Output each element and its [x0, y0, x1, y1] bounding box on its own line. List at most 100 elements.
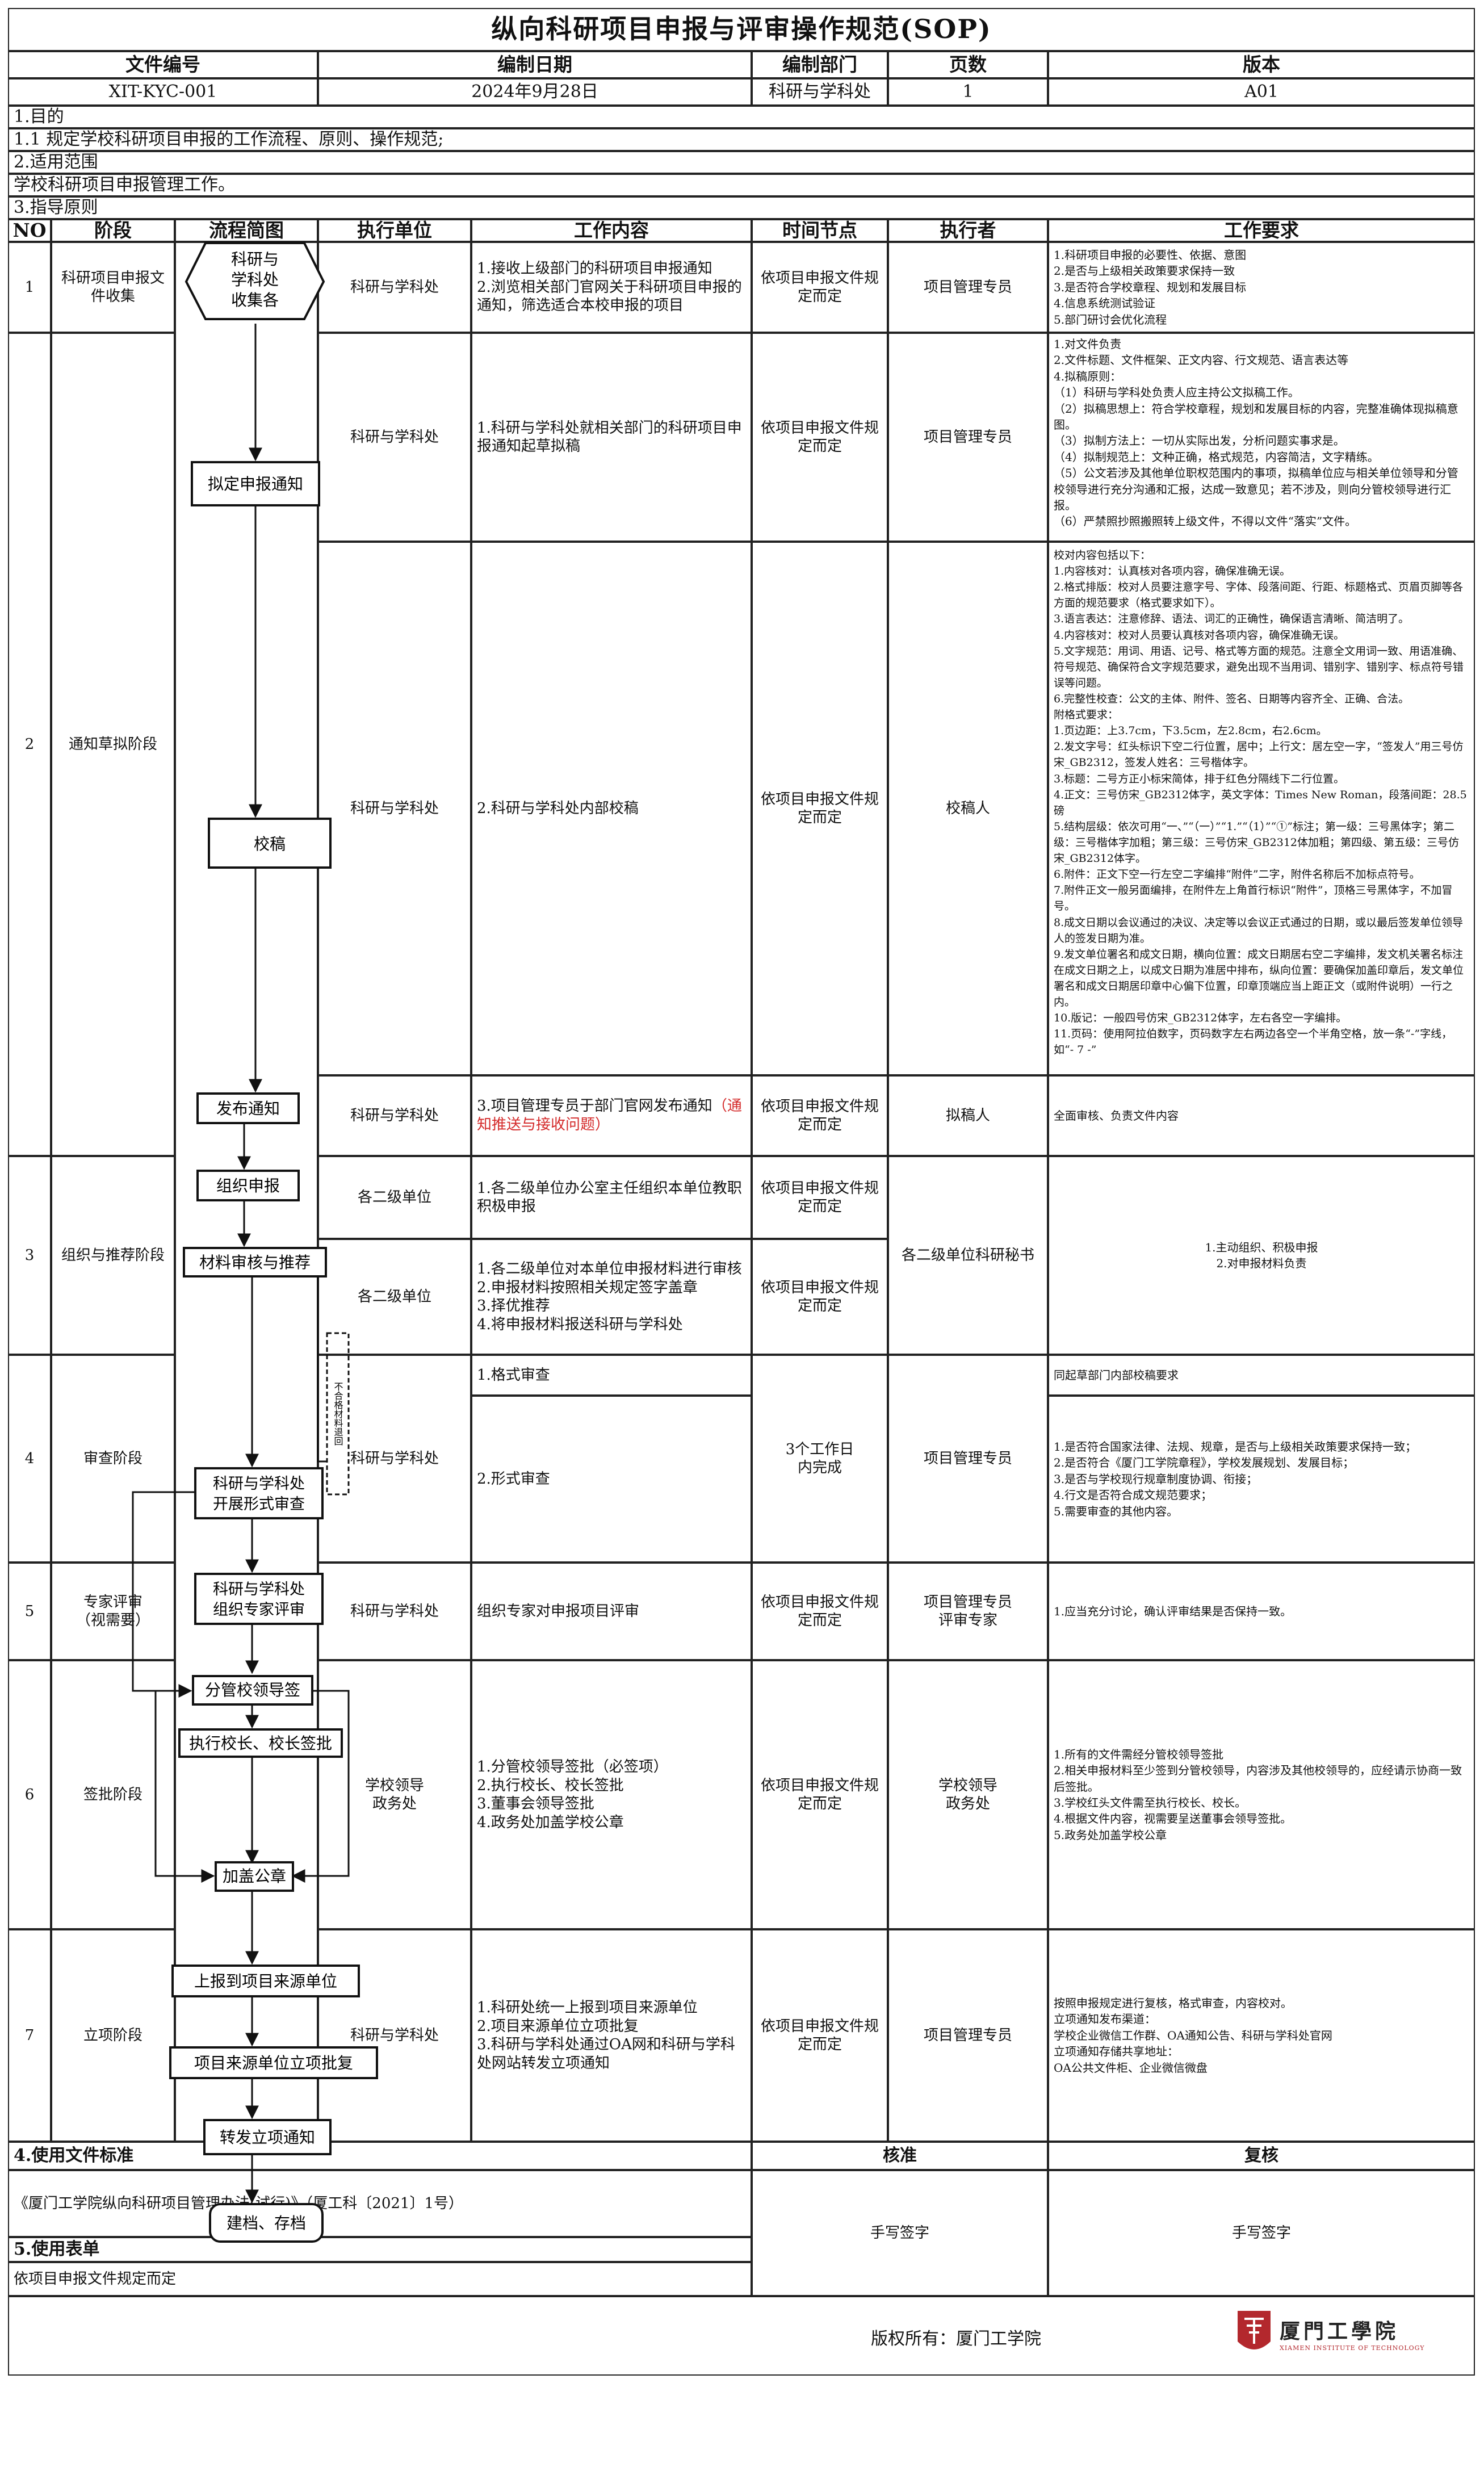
- col-time: 时间节点: [752, 219, 888, 242]
- col-stage: 阶段: [51, 219, 175, 242]
- row2c-requirements: 全面审核、负责文件内容: [1048, 1075, 1475, 1156]
- row7-no: 7: [8, 1929, 51, 2142]
- section-principle-heading: 3.指导原则: [8, 196, 1475, 219]
- row7-work: 1.科研处统一上报到项目来源单位 2.项目来源单位立项批复 3.科研与学科处通过…: [471, 1929, 752, 2142]
- row4-req-format: 同起草部门内部校稿要求: [1048, 1355, 1475, 1396]
- row5-stage: 专家评审 （视需要）: [51, 1563, 175, 1660]
- col-flowchart: 流程简图: [175, 219, 318, 242]
- row2a-unit: 科研与学科处: [318, 333, 471, 542]
- row4-req-formal: 1.是否符合国家法律、法规、规章，是否与上级相关政策要求保持一致； 2.是否符合…: [1048, 1396, 1475, 1563]
- row5-time: 依项目申报文件规定而定: [752, 1563, 888, 1660]
- row2c-work: 3.项目管理专员于部门官网发布通知（通知推送与接收问题）: [471, 1075, 752, 1156]
- row1-unit: 科研与学科处: [318, 242, 471, 333]
- row1-requirements: 1.科研项目申报的必要性、依据、意图 2.是否与上级相关政策要求保持一致 3.是…: [1048, 242, 1475, 333]
- row6-requirements: 1.所有的文件需经分管校领导签批 2.相关申报材料至少签到分管校领导，内容涉及其…: [1048, 1660, 1475, 1929]
- row7-unit: 科研与学科处: [318, 1929, 471, 2142]
- row4-time: 3个工作日 内完成: [752, 1355, 888, 1563]
- row4-unit: 科研与学科处: [318, 1355, 471, 1563]
- row4-no: 4: [8, 1355, 51, 1563]
- row6-time: 依项目申报文件规定而定: [752, 1660, 888, 1929]
- meta-version: A01: [1048, 78, 1475, 106]
- row7-actor: 项目管理专员: [888, 1929, 1048, 2142]
- row3b-unit: 各二级单位: [318, 1239, 471, 1355]
- row5-no: 5: [8, 1563, 51, 1660]
- row2b-work: 2.科研与学科处内部校稿: [471, 542, 752, 1075]
- row1-no: 1: [8, 242, 51, 333]
- sop-document: 纵向科研项目申报与评审操作规范(SOP) 文件编号 编制日期 编制部门 页数 版…: [8, 8, 1475, 2479]
- row5-actor: 项目管理专员 评审专家: [888, 1563, 1048, 1660]
- row2a-work: 1.科研与学科处就相关部门的科研项目申报通知起草拟稿: [471, 333, 752, 542]
- row2b-requirements: 校对内容包括以下： 1.内容核对：认真核对各项内容，确保准确无误。 2.格式排版…: [1048, 542, 1475, 1075]
- footer-forms: 依项目申报文件规定而定: [8, 2262, 752, 2296]
- row3-actor: 各二级单位科研秘书: [888, 1156, 1048, 1355]
- row4-actor: 项目管理专员: [888, 1355, 1048, 1563]
- meta-dept: 科研与学科处: [752, 78, 888, 106]
- row2b-time: 依项目申报文件规定而定: [752, 542, 888, 1075]
- footer-sign-approve: 手写签字: [752, 2170, 1048, 2296]
- row7-time: 依项目申报文件规定而定: [752, 1929, 888, 2142]
- school-logo: 厦門工學院 XIAMEN INSTITUTE OF TECHNOLOGY: [1234, 2307, 1425, 2359]
- row1-actor: 项目管理专员: [888, 242, 1048, 333]
- col-actor: 执行者: [888, 219, 1048, 242]
- section-purpose-heading: 1.目的: [8, 106, 1475, 128]
- meta-header-pages: 页数: [888, 51, 1048, 78]
- row3a-time: 依项目申报文件规定而定: [752, 1156, 888, 1239]
- row5-requirements: 1.应当充分讨论，确认评审结果是否保持一致。: [1048, 1563, 1475, 1660]
- row2c-unit: 科研与学科处: [318, 1075, 471, 1156]
- row6-actor: 学校领导 政务处: [888, 1660, 1048, 1929]
- page-title: 纵向科研项目申报与评审操作规范(SOP): [8, 8, 1475, 51]
- row3-stage: 组织与推荐阶段: [51, 1156, 175, 1355]
- meta-header-docno: 文件编号: [8, 51, 318, 78]
- row3-no: 3: [8, 1156, 51, 1355]
- meta-header-dept: 编制部门: [752, 51, 888, 78]
- row3b-work: 1.各二级单位对本单位申报材料进行审核 2.申报材料按照相关规定签字盖章 3.择…: [471, 1239, 752, 1355]
- row1-time: 依项目申报文件规定而定: [752, 242, 888, 333]
- row2-no: 2: [8, 333, 51, 1156]
- col-requirements: 工作要求: [1048, 219, 1475, 242]
- row2c-work-note: （通知推送与接收问题）: [477, 1098, 742, 1133]
- row5-work: 组织专家对申报项目评审: [471, 1563, 752, 1660]
- row2a-requirements: 1.对文件负责 2.文件标题、文件框架、正文内容、行文规范、语言表达等 4.拟稿…: [1048, 333, 1475, 542]
- row2c-actor: 拟稿人: [888, 1075, 1048, 1156]
- row4-stage: 审查阶段: [51, 1355, 175, 1563]
- meta-docno: XIT-KYC-001: [8, 78, 318, 106]
- footer-sign-review: 手写签字: [1048, 2170, 1475, 2296]
- footer-docstd: 《厦门工学院纵向科研项目管理办法(试行)》（厦工科〔2021〕1号）: [8, 2170, 752, 2237]
- col-no: NO: [8, 219, 51, 242]
- section-purpose-text: 1.1 规定学校科研项目申报的工作流程、原则、操作规范;: [8, 128, 1475, 151]
- footer-docstd-heading: 4.使用文件标准: [8, 2142, 752, 2170]
- row2c-work-text: 3.项目管理专员于部门官网发布通知: [477, 1098, 712, 1115]
- row3-requirements: 1.主动组织、积极申报 2.对申报材料负责: [1048, 1156, 1475, 1355]
- row4-work-formal: 2.形式审查: [471, 1396, 752, 1563]
- row2a-actor: 项目管理专员: [888, 333, 1048, 542]
- flowchart-column: [175, 242, 318, 2142]
- row6-unit: 学校领导 政务处: [318, 1660, 471, 1929]
- row2c-time: 依项目申报文件规定而定: [752, 1075, 888, 1156]
- row3a-unit: 各二级单位: [318, 1156, 471, 1239]
- footer-copyright-bar: [8, 2296, 1475, 2376]
- row2b-unit: 科研与学科处: [318, 542, 471, 1075]
- row3b-time: 依项目申报文件规定而定: [752, 1239, 888, 1355]
- row2a-time: 依项目申报文件规定而定: [752, 333, 888, 542]
- section-scope-heading: 2.适用范围: [8, 151, 1475, 174]
- row6-no: 6: [8, 1660, 51, 1929]
- col-unit: 执行单位: [318, 219, 471, 242]
- logo-text-cn: 厦門工學院: [1280, 2319, 1399, 2343]
- section-scope-text: 学校科研项目申报管理工作。: [8, 174, 1475, 196]
- meta-header-version: 版本: [1048, 51, 1475, 78]
- row6-work: 1.分管校领导签批（必签项） 2.执行校长、校长签批 3.董事会领导签批 4.政…: [471, 1660, 752, 1929]
- footer-review-heading: 复核: [1048, 2142, 1475, 2170]
- row7-stage: 立项阶段: [51, 1929, 175, 2142]
- row2b-actor: 校稿人: [888, 542, 1048, 1075]
- row5-unit: 科研与学科处: [318, 1563, 471, 1660]
- row7-requirements: 按照申报规定进行复核，格式审查，内容校对。 立项通知发布渠道： 学校企业微信工作…: [1048, 1929, 1475, 2142]
- footer-approve-heading: 核准: [752, 2142, 1048, 2170]
- logo-text-en: XIAMEN INSTITUTE OF TECHNOLOGY: [1280, 2344, 1425, 2352]
- row4-work-format: 1.格式审查: [471, 1355, 752, 1396]
- meta-pages: 1: [888, 78, 1048, 106]
- meta-date: 2024年9月28日: [318, 78, 752, 106]
- row3a-work: 1.各二级单位办公室主任组织本单位教职积极申报: [471, 1156, 752, 1239]
- col-work: 工作内容: [471, 219, 752, 242]
- xmut-logo-icon: [1238, 2311, 1271, 2349]
- meta-header-date: 编制日期: [318, 51, 752, 78]
